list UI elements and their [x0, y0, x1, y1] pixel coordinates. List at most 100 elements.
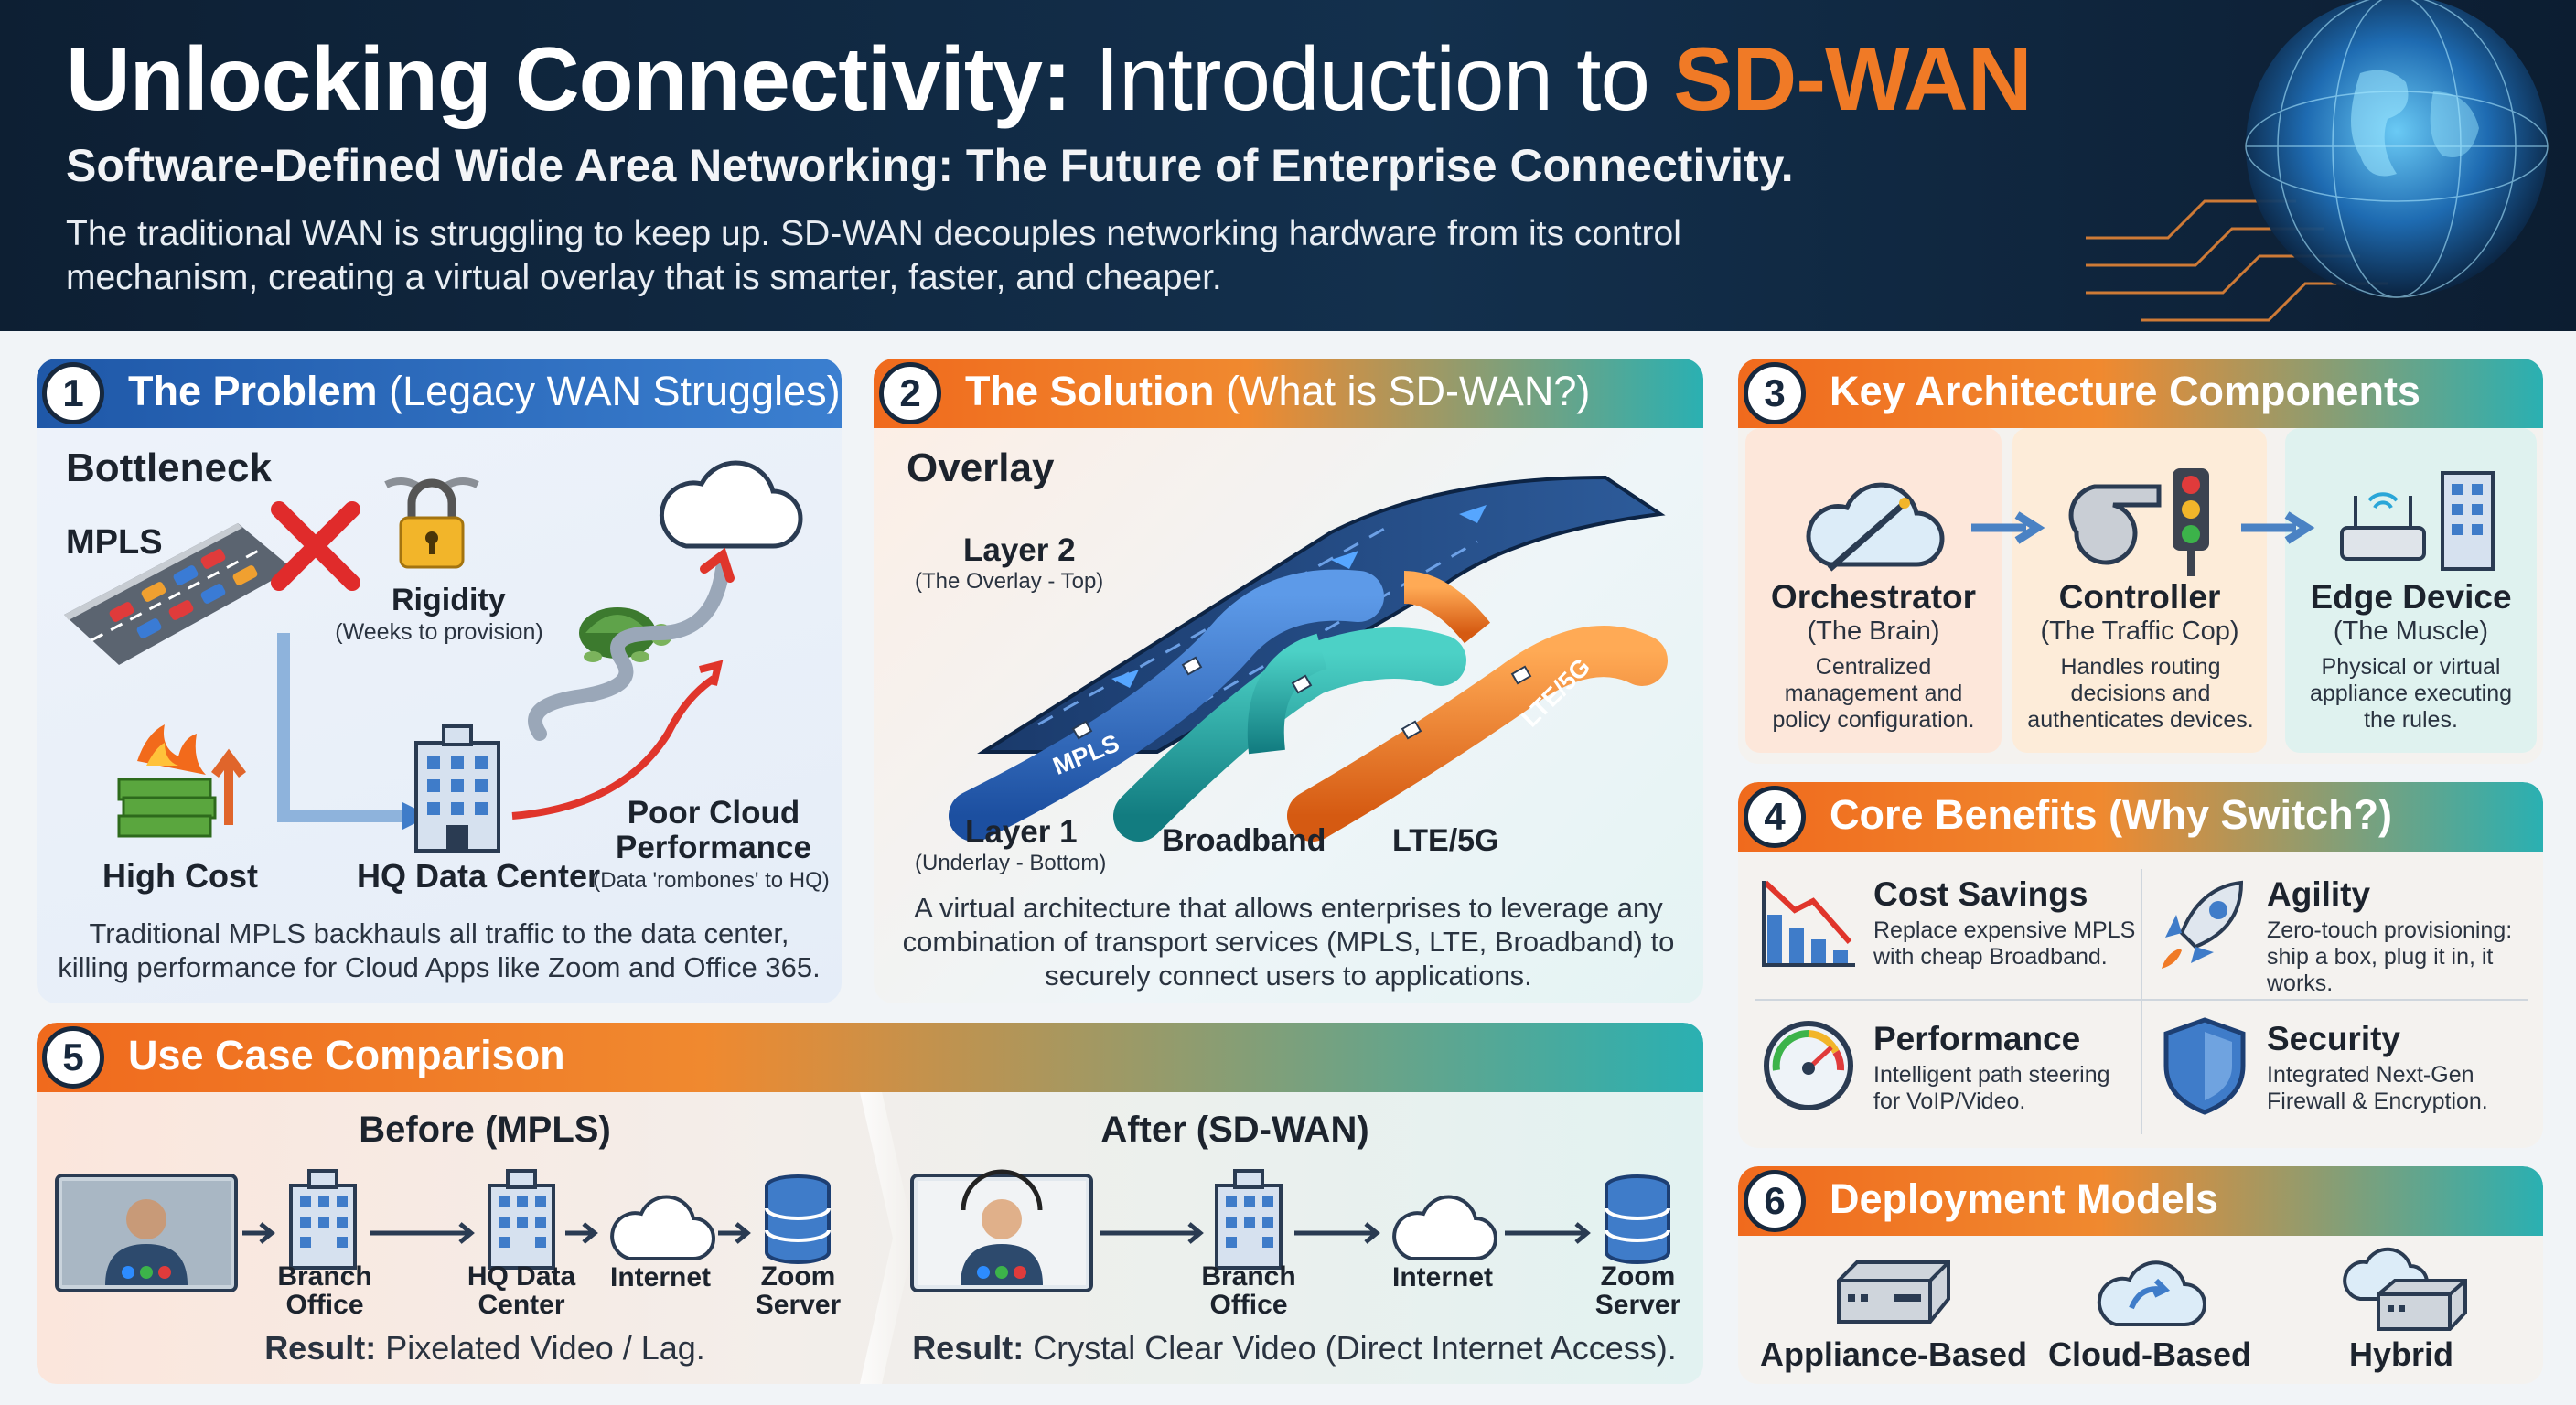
benefit-name: Cost Savings	[1873, 875, 2088, 913]
benefit-name: Agility	[2267, 875, 2371, 913]
usecase-title: Use Case Comparison	[128, 1032, 565, 1078]
cloud-icon	[1392, 1195, 1497, 1260]
layer2-sub: (The Overlay - Top)	[915, 569, 1104, 594]
architecture-header: 3 Key Architecture Components	[1738, 359, 2543, 428]
right-arrow-icon	[1971, 511, 2045, 544]
arch-name: Controller	[2058, 578, 2221, 616]
arch-desc: Centralized management and policy config…	[1772, 654, 1975, 733]
money-fire-icon	[117, 724, 246, 838]
poor-cloud-sub: (Data 'rombones' to HQ)	[593, 868, 830, 893]
speedometer-icon	[1764, 1021, 1853, 1110]
overlay-label: Overlay	[907, 445, 1055, 490]
before-result: Result: Pixelated Video / Lag.	[146, 1329, 823, 1367]
poor-cloud-label: Poor Cloud Performance	[616, 795, 811, 865]
arch-name: Orchestrator	[1770, 578, 1977, 616]
benefit-desc: Replace expensive MPLS with cheap Broadb…	[1873, 917, 2136, 970]
problem-title-paren: (Legacy WAN Struggles)	[389, 368, 841, 414]
broadband-label: Broadband	[1162, 823, 1326, 858]
arch-card-orchestrator	[1745, 428, 2002, 753]
problem-title: The Problem (Legacy WAN Struggles)	[128, 368, 841, 415]
benefit-name: Performance	[1873, 1020, 2081, 1057]
lte-label: LTE/5G	[1392, 823, 1499, 858]
database-icon	[765, 1174, 831, 1264]
orchestrator-cloud-icon	[1806, 482, 1945, 572]
benefit-desc: Intelligent path steering for VoIP/Video…	[1873, 1062, 2110, 1114]
arch-name: Edge Device	[2310, 578, 2512, 616]
cloud-upload-icon	[2097, 1260, 2206, 1326]
node-label: Branch Office	[277, 1261, 372, 1320]
benefit-desc: Integrated Next-Gen Firewall & Encryptio…	[2267, 1062, 2488, 1114]
arrow-icon	[565, 1222, 598, 1244]
title-accent: SD-WAN	[1673, 28, 2032, 129]
benefit-name: Security	[2267, 1020, 2401, 1057]
cloud-icon	[610, 1195, 715, 1260]
solution-title: The Solution (What is SD-WAN?)	[965, 368, 1590, 415]
arch-role: (The Brain)	[1807, 617, 1940, 646]
rigidity-label: Rigidity	[392, 583, 506, 617]
globe-icon	[2086, 0, 2549, 322]
architecture-title: Key Architecture Components	[1830, 368, 2420, 414]
benefits-divider-v	[2141, 869, 2142, 1134]
mpls-label: MPLS	[66, 523, 163, 562]
solution-header: 2 The Solution (What is SD-WAN?)	[874, 359, 1703, 428]
congested-road-icon	[64, 523, 293, 665]
arrow-icon	[718, 1222, 751, 1244]
result-bold: Result:	[264, 1329, 377, 1367]
layer1-label: Layer 1	[965, 814, 1078, 850]
arrow-icon	[1100, 1222, 1204, 1244]
solution-panel: 2 The Solution (What is SD-WAN?) Overlay	[874, 359, 1703, 1003]
bar-chart-down-icon	[1762, 880, 1855, 967]
node-label: HQ Data Center	[467, 1261, 576, 1320]
overlay-network-diagram	[949, 475, 1668, 842]
shield-icon	[2163, 1017, 2246, 1115]
title-bold: Unlocking Connectivity:	[66, 28, 1072, 129]
hybrid-cloud-server-icon	[2343, 1247, 2467, 1331]
result-text: Pixelated Video / Lag.	[385, 1329, 705, 1367]
result-text: Crystal Clear Video (Direct Internet Acc…	[1033, 1329, 1677, 1367]
red-x-icon	[271, 501, 360, 591]
deployment-header: 6 Deployment Models	[1738, 1166, 2543, 1236]
deployment-label: Appliance-Based	[1759, 1335, 2028, 1373]
usecase-header: 5 Use Case Comparison	[37, 1023, 1703, 1092]
usecase-panel: 5 Use Case Comparison Before (MPLS) Bran…	[37, 1023, 1703, 1384]
section-number: 2	[879, 362, 941, 424]
deployment-label: Cloud-Based	[2047, 1335, 2251, 1373]
title-light: Introduction to	[1094, 28, 1650, 129]
solution-title-main: The Solution	[965, 368, 1215, 414]
whistle-traffic-light-icon	[2068, 468, 2209, 576]
arrow-icon	[1505, 1222, 1591, 1244]
high-cost-label: High Cost	[102, 857, 258, 895]
benefit-desc: Zero-touch provisioning: ship a box, plu…	[2267, 917, 2513, 996]
node-label: Branch Office	[1201, 1261, 1296, 1320]
problem-caption: Traditional MPLS backhauls all traffic t…	[58, 917, 821, 983]
arch-card-controller	[2012, 428, 2267, 753]
problem-panel: 1 The Problem (Legacy WAN Struggles) Bot…	[37, 359, 842, 1003]
arch-card-edge	[2285, 428, 2537, 753]
hq-label: HQ Data Center	[357, 857, 601, 895]
benefits-header: 4 Core Benefits (Why Switch?)	[1738, 782, 2543, 852]
result-bold: Result:	[912, 1329, 1025, 1367]
solution-title-paren: (What is SD-WAN?)	[1225, 368, 1591, 414]
architecture-panel: 3 Key Architecture Components Orchestrat…	[1738, 359, 2543, 764]
page-subtitle: Software-Defined Wide Area Networking: T…	[66, 140, 1794, 191]
layer1-sub: (Underlay - Bottom)	[915, 851, 1107, 875]
header-banner: Unlocking Connectivity: Introduction to …	[0, 0, 2576, 331]
section-number: 1	[42, 362, 104, 424]
cloud-icon	[659, 460, 803, 549]
layer2-label: Layer 2	[963, 532, 1076, 568]
hq-building-icon	[414, 724, 500, 853]
arch-desc: Handles routing decisions and authentica…	[2027, 654, 2254, 733]
section-number: 3	[1744, 362, 1806, 424]
deployment-title: Deployment Models	[1830, 1175, 2219, 1222]
node-label: Zoom Server	[1594, 1261, 1681, 1320]
node-label: Zoom Server	[755, 1261, 842, 1320]
hq-building-icon	[488, 1169, 555, 1270]
after-title: After (SD-WAN)	[1100, 1110, 1369, 1150]
right-arrow-icon	[2241, 511, 2315, 544]
rigidity-sub: (Weeks to provision)	[335, 619, 543, 645]
arrow-icon	[242, 1222, 275, 1244]
benefits-panel: 4 Core Benefits (Why Switch?) Cost Savin…	[1738, 782, 2543, 1148]
padlock-icon	[384, 477, 479, 569]
after-result: Result: Crystal Clear Video (Direct Inte…	[896, 1329, 1692, 1367]
solution-caption: A virtual architecture that allows enter…	[902, 892, 1675, 992]
